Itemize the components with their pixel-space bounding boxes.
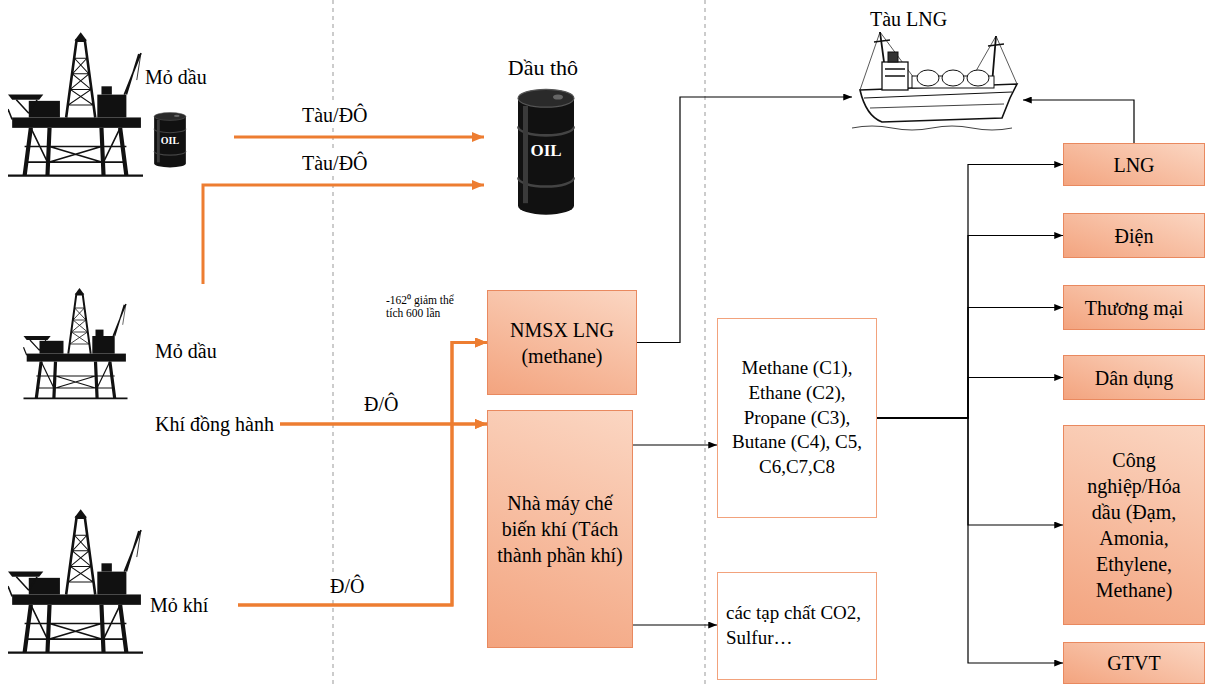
flow-arrow — [633, 444, 717, 445]
field-label: Mỏ khí — [150, 592, 208, 618]
use-box: Thương mại — [1063, 285, 1205, 330]
rig-illustration — [8, 504, 143, 660]
connector-group — [203, 97, 1134, 663]
flow-arrow — [877, 308, 1063, 419]
use-box: GTVT — [1063, 642, 1205, 684]
box-text: Công nghiệp/Hóa dầu (Đạm, Amonia, Ethyle… — [1072, 447, 1196, 603]
flow-arrow — [280, 343, 487, 425]
flow-arrow — [238, 343, 487, 606]
ship-illustration — [852, 32, 1023, 132]
flow-arrow — [877, 378, 1063, 419]
box-text: Thương mại — [1085, 295, 1184, 321]
barrel-label: OIL — [516, 141, 576, 161]
section-divider — [705, 0, 706, 686]
flow-arrow — [637, 97, 852, 343]
flow-arrow — [877, 236, 1063, 419]
process-box: Nhà máy chế biến khí (Tách thành phần kh… — [487, 410, 633, 648]
box-text: Điện — [1115, 223, 1154, 249]
transport-label: Tàu/ĐÔ — [300, 103, 370, 127]
rig-illustration — [8, 288, 143, 400]
process-box: NMSX LNG (methane) — [487, 290, 637, 395]
field-label: Mỏ dầu — [155, 338, 217, 364]
flow-arrow — [877, 165, 1063, 419]
box-text: các tạp chất CO2, Sulfur… — [726, 601, 868, 650]
crude-oil: Dầu thô — [484, 50, 602, 220]
associated-gas: Khí đồng hành — [150, 410, 280, 438]
use-box: LNG — [1063, 143, 1205, 186]
transport-label: Tàu/ĐÔ — [300, 151, 370, 175]
box-text: Nhà máy chế biến khí (Tách thành phần kh… — [496, 490, 624, 568]
use-box: Dân dụng — [1063, 355, 1205, 400]
barrel-label: OIL — [153, 135, 187, 147]
flow-arrow — [238, 424, 487, 605]
rig-illustration — [8, 32, 143, 178]
field-label: Mỏ dầu — [145, 64, 207, 90]
flow-arrow — [877, 418, 1063, 663]
box-text: LNG — [1113, 152, 1154, 178]
oil-field: Mỏ dầu — [8, 30, 234, 178]
flow-arrow — [203, 185, 484, 284]
use-box: Điện — [1063, 213, 1205, 258]
impurity-box: các tạp chất CO2, Sulfur… — [717, 572, 877, 680]
field-label: Khí đồng hành — [155, 411, 274, 437]
process-note: -162⁰ giảm thể tích 600 lần — [386, 294, 464, 320]
lng-ship: Tàu LNG — [852, 4, 1023, 132]
flow-arrow — [877, 418, 1063, 525]
transport-label: Đ/Ô — [362, 392, 400, 416]
transport-label: Đ/Ô — [328, 574, 366, 598]
flow-arrow — [1023, 100, 1134, 143]
use-box: Công nghiệp/Hóa dầu (Đạm, Amonia, Ethyle… — [1063, 425, 1205, 625]
oil-field: Mỏ dầu — [8, 284, 240, 402]
box-text: Methane (C1), Ethane (C2), Propane (C3),… — [726, 356, 868, 479]
flow-arrow — [234, 136, 484, 139]
box-text: NMSX LNG (methane) — [496, 317, 628, 369]
flow-arrow — [633, 624, 717, 625]
field-label: Tàu LNG — [870, 6, 947, 32]
box-text: Dân dụng — [1095, 365, 1173, 391]
product-box: Methane (C1), Ethane (C2), Propane (C3),… — [717, 318, 877, 518]
box-text: GTVT — [1107, 650, 1160, 676]
field-label: Dầu thô — [484, 54, 602, 83]
gas-field: Mỏ khí — [8, 500, 238, 665]
